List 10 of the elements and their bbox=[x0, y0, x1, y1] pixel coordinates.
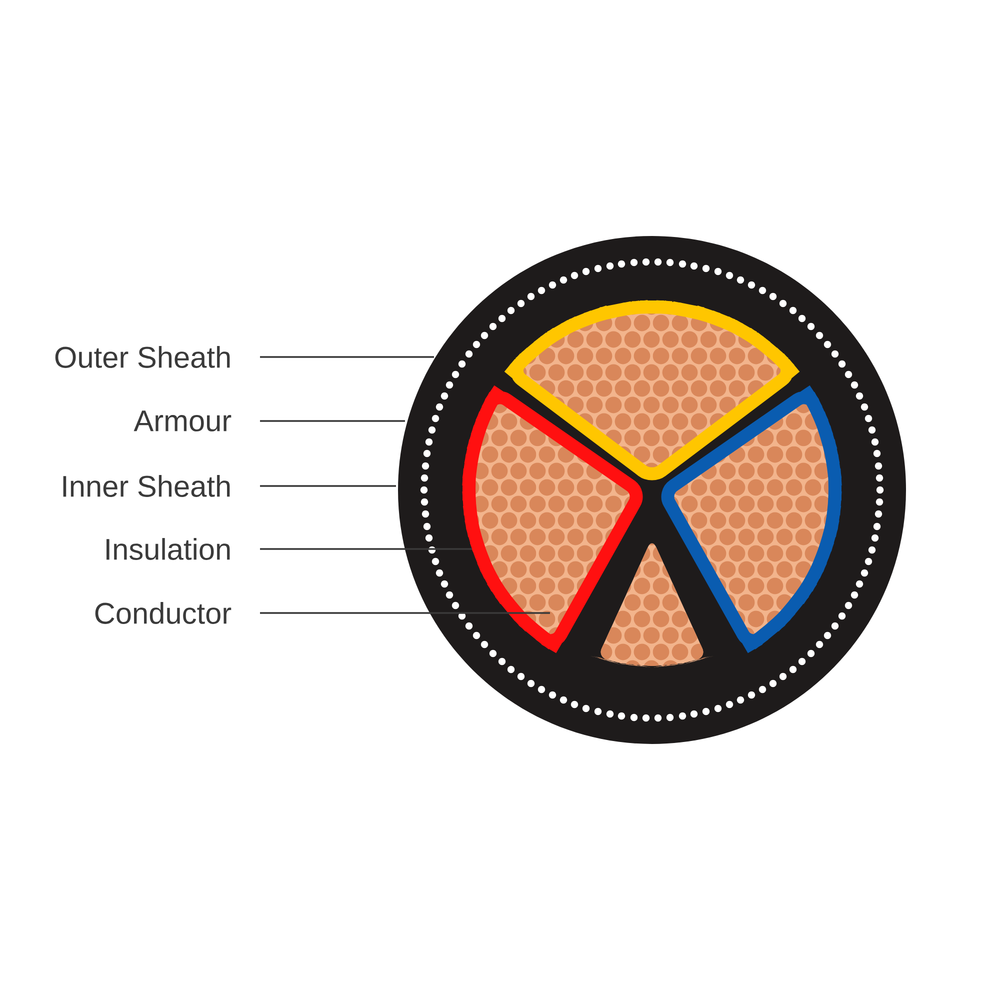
part-label: Conductor bbox=[95, 602, 232, 624]
leader-line bbox=[260, 612, 550, 614]
part-label: Insulation bbox=[106, 538, 230, 560]
leader-line bbox=[260, 548, 472, 550]
leader-line bbox=[260, 356, 434, 358]
part-label: Outer Sheath bbox=[55, 346, 230, 368]
leader-line bbox=[260, 420, 405, 422]
part-label: Inner Sheath bbox=[63, 475, 230, 497]
part-label: Armour bbox=[134, 410, 232, 432]
leader-line bbox=[260, 485, 396, 487]
